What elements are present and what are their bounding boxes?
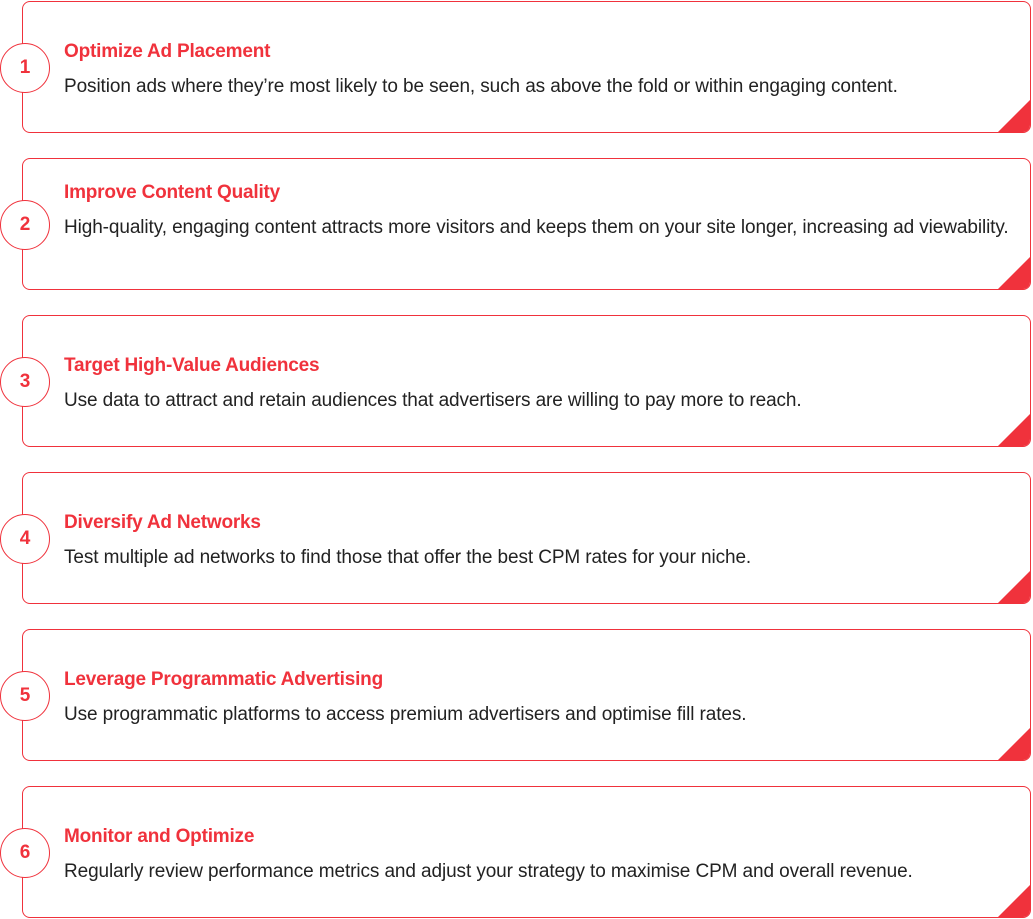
corner-triangle-icon bbox=[997, 727, 1030, 760]
step-description: Position ads where they’re most likely t… bbox=[64, 76, 898, 97]
step-card: Diversify Ad Networks Test multiple ad n… bbox=[22, 472, 1031, 604]
step-card: Optimize Ad Placement Position ads where… bbox=[22, 1, 1031, 133]
corner-triangle-icon bbox=[997, 99, 1030, 132]
step-number-badge: 3 bbox=[0, 357, 50, 407]
corner-triangle-icon bbox=[997, 256, 1030, 289]
step-title: Monitor and Optimize bbox=[64, 826, 255, 847]
step-content: Target High-Value Audiences Use data to … bbox=[64, 354, 1022, 417]
step-description: High-quality, engaging content attracts … bbox=[64, 217, 1009, 238]
step-card: Leverage Programmatic Advertising Use pr… bbox=[22, 629, 1031, 761]
step-content: Diversify Ad Networks Test multiple ad n… bbox=[64, 511, 1022, 574]
step-description: Use programmatic platforms to access pre… bbox=[64, 704, 747, 725]
step-number-badge: 5 bbox=[0, 671, 50, 721]
step-description: Regularly review performance metrics and… bbox=[64, 861, 913, 882]
step-title: Target High-Value Audiences bbox=[64, 355, 320, 376]
step-number-badge: 1 bbox=[0, 43, 50, 93]
step-content: Optimize Ad Placement Position ads where… bbox=[64, 40, 1022, 103]
step-number-badge: 6 bbox=[0, 828, 50, 878]
step-content: Improve Content Quality High-quality, en… bbox=[64, 181, 1022, 244]
step-number-badge: 4 bbox=[0, 514, 50, 564]
step-content: Leverage Programmatic Advertising Use pr… bbox=[64, 668, 1022, 731]
corner-triangle-icon bbox=[997, 884, 1030, 917]
step-card: Target High-Value Audiences Use data to … bbox=[22, 315, 1031, 447]
corner-triangle-icon bbox=[997, 413, 1030, 446]
step-card: Improve Content Quality High-quality, en… bbox=[22, 158, 1031, 290]
step-title: Optimize Ad Placement bbox=[64, 41, 271, 62]
step-title: Diversify Ad Networks bbox=[64, 512, 261, 533]
step-content: Monitor and Optimize Regularly review pe… bbox=[64, 825, 1022, 888]
step-description: Use data to attract and retain audiences… bbox=[64, 390, 802, 411]
corner-triangle-icon bbox=[997, 570, 1030, 603]
step-description: Test multiple ad networks to find those … bbox=[64, 547, 752, 568]
step-title: Leverage Programmatic Advertising bbox=[64, 669, 383, 690]
step-number-badge: 2 bbox=[0, 200, 50, 250]
step-title: Improve Content Quality bbox=[64, 182, 281, 203]
step-card: Monitor and Optimize Regularly review pe… bbox=[22, 786, 1031, 918]
